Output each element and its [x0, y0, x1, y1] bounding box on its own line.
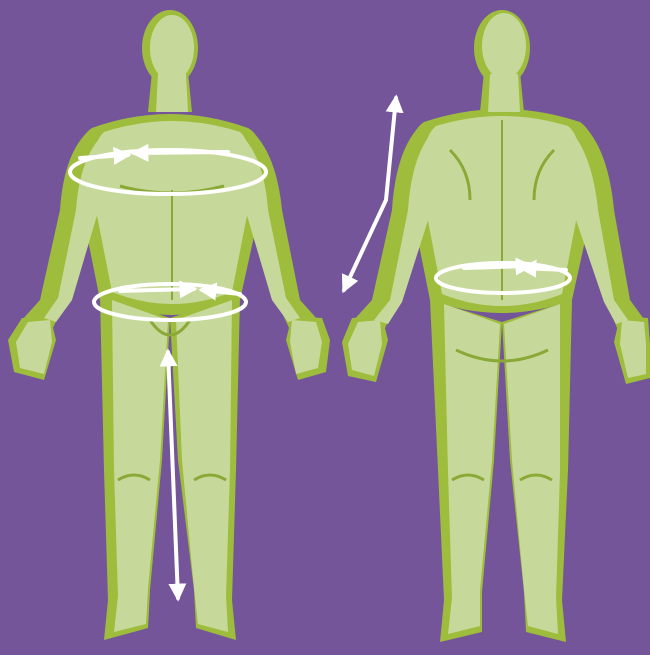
- hip-double-arrow-icon: [120, 289, 194, 291]
